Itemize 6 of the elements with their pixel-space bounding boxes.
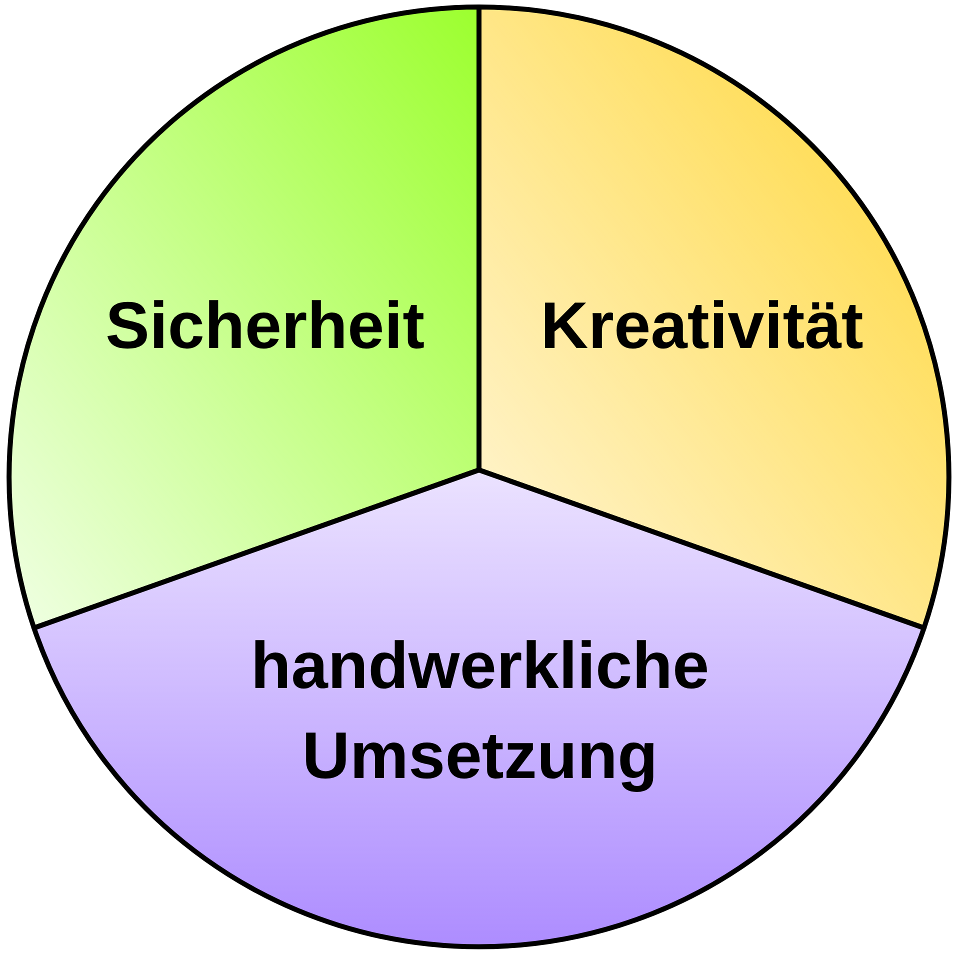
circle-segment xyxy=(477,5,951,630)
circle-segment xyxy=(7,5,481,630)
segment-label: Kreativität xyxy=(540,287,864,364)
circle-segment xyxy=(32,468,926,950)
segment-label: Sicherheit xyxy=(104,287,426,364)
segment-label: handwerkliche Umsetzung xyxy=(250,627,710,794)
